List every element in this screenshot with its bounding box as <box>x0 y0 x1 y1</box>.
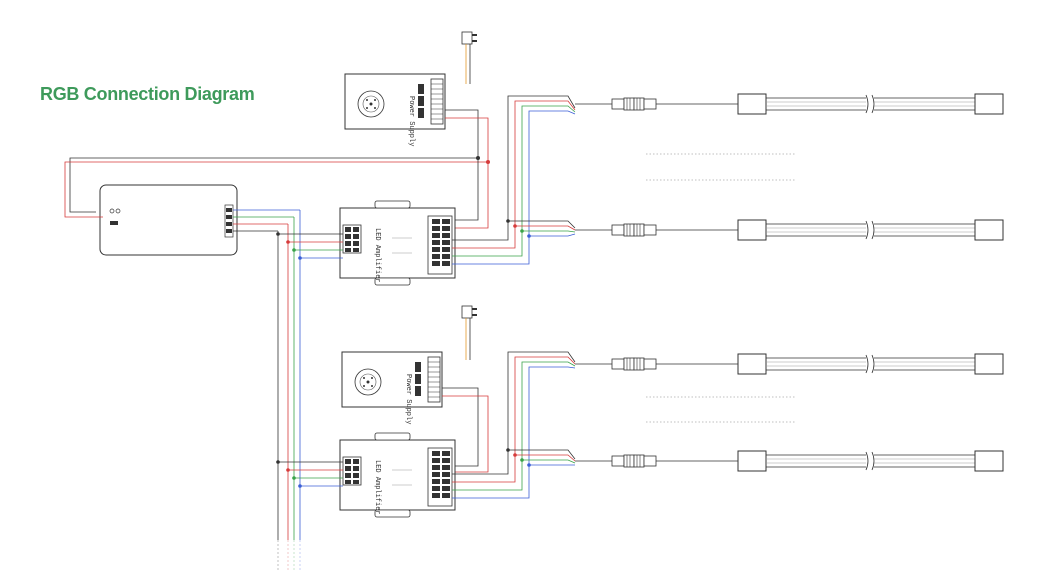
plug-icon-top <box>461 31 478 45</box>
power-supply-icon-top: Power Supply <box>344 73 446 146</box>
led-amplifier-icon-top: LED Amplifier <box>339 200 456 286</box>
led-strip-icon-4 <box>575 450 1004 472</box>
led-amplifier-icon-bottom: LED Amplifier <box>339 432 456 518</box>
power-supply-label-bottom: Power Supply <box>404 374 412 424</box>
power-supply-icon-bottom: Power Supply <box>341 351 443 424</box>
amplifier-label-top: LED Amplifier <box>373 228 381 283</box>
power-supply-label-top: Power Supply <box>407 96 415 146</box>
plug-icon-bottom <box>461 305 478 319</box>
amplifier-label-bottom: LED Amplifier <box>373 460 381 515</box>
diagram-title: RGB Connection Diagram <box>40 84 255 104</box>
controller-icon <box>99 184 238 256</box>
led-strip-icon-3 <box>575 353 1004 375</box>
